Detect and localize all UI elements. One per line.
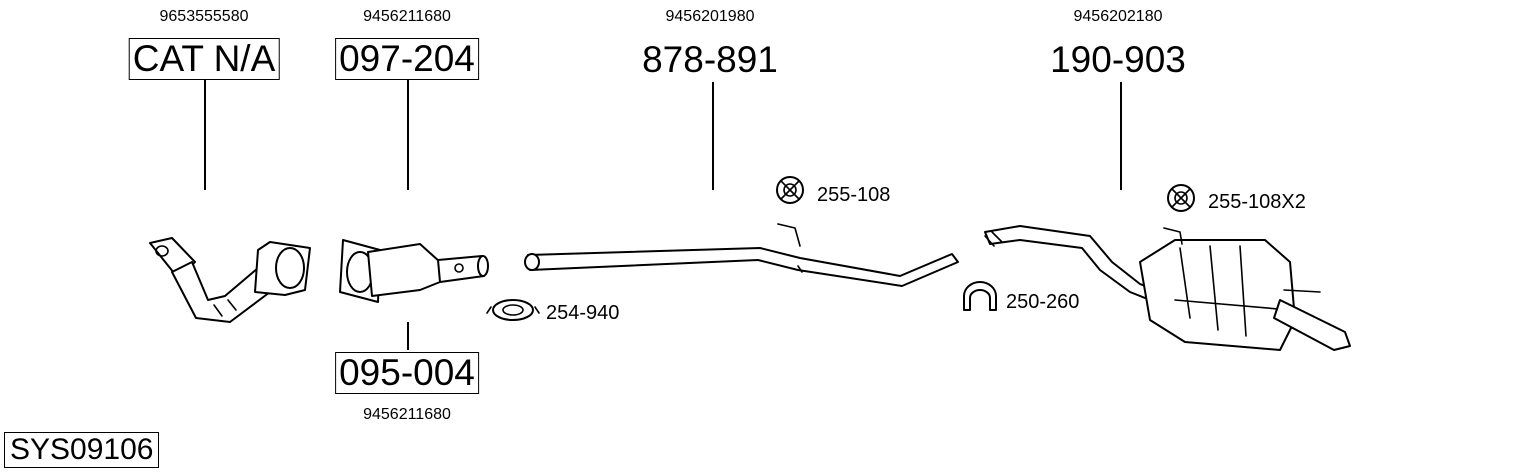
rear-silencer-drawing: [984, 225, 1351, 351]
front-pipe-drawing: [339, 239, 489, 303]
oem-number-front-lower: 9456211680: [363, 406, 451, 423]
oem-number-front: 9456211680: [363, 8, 451, 25]
rubber-mount-icon: [1167, 184, 1195, 212]
oem-number-cat: 9653555580: [159, 8, 249, 25]
system-code: SYS09106: [4, 432, 160, 468]
fitting-label-mount1: 255-108: [817, 184, 891, 206]
catalytic-converter-drawing: [149, 237, 311, 323]
clamp-icon: [486, 299, 540, 321]
middle-pipe-drawing: [524, 223, 959, 287]
oem-number-middle: 9456201980: [665, 8, 755, 25]
part-number-cat: CAT N/A: [128, 38, 280, 80]
part-number-front: 097-204: [335, 38, 479, 80]
fitting-label-clamp1: 254-940: [546, 302, 620, 324]
fitting-label-clamp2: 250-260: [1006, 291, 1080, 313]
oem-number-rear: 9456202180: [1073, 8, 1163, 25]
rubber-mount-icon: [776, 176, 804, 204]
part-number-middle: 878-891: [642, 39, 778, 80]
clamp-icon: [963, 281, 997, 311]
fitting-label-mount2: 255-108X2: [1208, 191, 1306, 213]
part-number-front-lower: 095-004: [335, 352, 479, 394]
part-number-rear: 190-903: [1050, 39, 1186, 80]
